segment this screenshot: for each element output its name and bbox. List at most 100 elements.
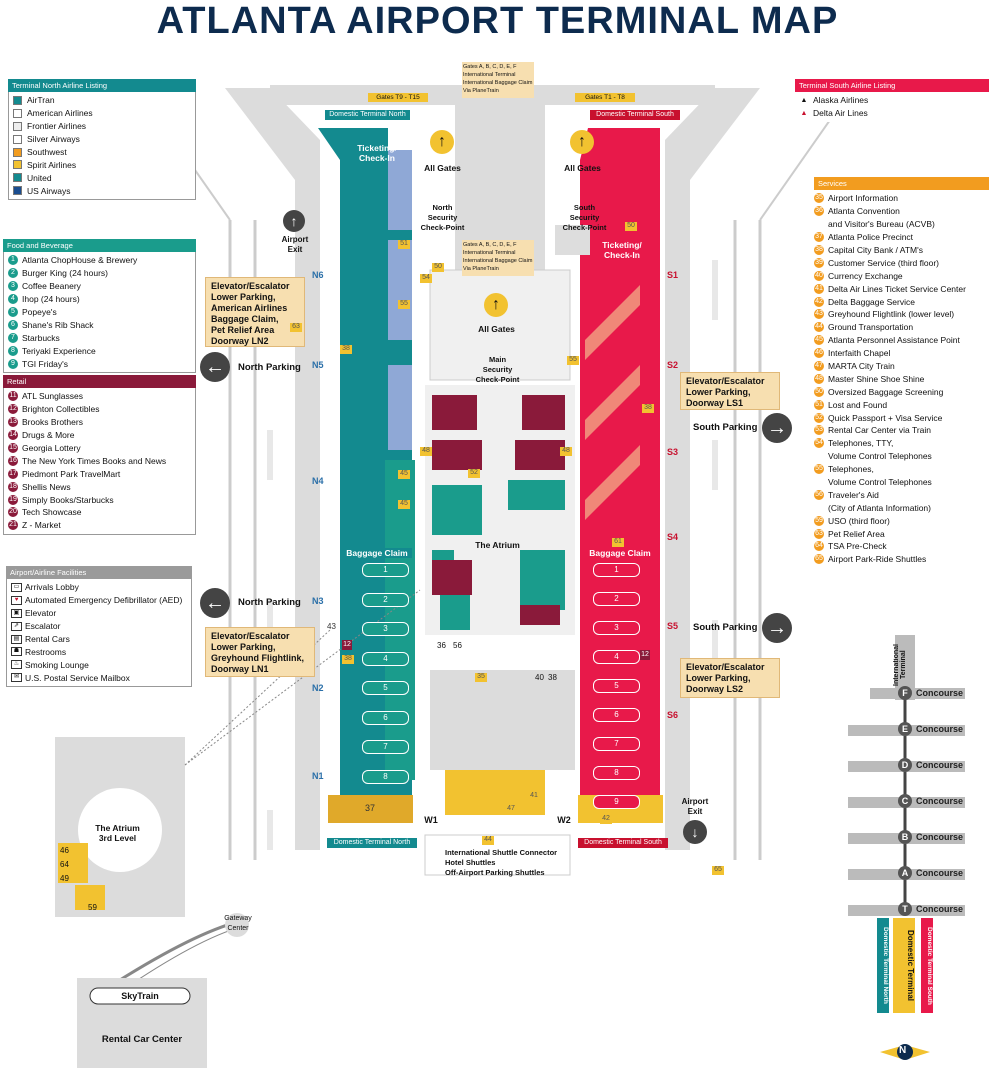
label-38d: 38	[642, 404, 654, 413]
number-badge: 37	[814, 232, 824, 243]
dom-north-vertical: Domestic Terminal North	[882, 927, 889, 1004]
list-item: American Airlines	[13, 107, 191, 120]
label-63: 63	[290, 323, 302, 332]
left-arrow-icon: ←	[200, 352, 230, 382]
all-gates-main: All Gates	[478, 324, 515, 334]
list-item-label: TGI Friday's	[22, 358, 69, 369]
number-badge: 54	[814, 438, 824, 449]
number-badge: 36	[814, 206, 824, 217]
page-title: ATLANTA AIRPORT TERMINAL MAP	[156, 0, 839, 42]
carousel-north: 1	[362, 563, 409, 577]
delta-icon: ▲	[800, 109, 808, 117]
list-item-label: Simply Books/Starbucks	[22, 494, 114, 505]
domestic-south-bottom: Domestic Terminal South	[578, 838, 668, 848]
list-item-label: The New York Times Books and News	[22, 455, 167, 466]
intl-terminal-mid: Gates A, B, C, D, E, F International Ter…	[462, 240, 534, 276]
number-badge: 16	[8, 455, 18, 466]
number-badge: 7	[8, 332, 18, 343]
concourse-label: Concourse	[916, 724, 964, 734]
label-45b: 45	[398, 500, 410, 509]
list-item-label: Lost and Found	[828, 399, 888, 410]
list-item-label: Drugs & More	[22, 430, 75, 441]
concourse-badge: T	[898, 902, 912, 916]
list-item: Southwest	[13, 146, 191, 159]
list-item-label: Traveler's Aid	[828, 489, 879, 500]
label-40: 40	[535, 673, 544, 682]
number-badge: 14	[8, 430, 18, 441]
south-checkpoint: South Security Check-Point	[562, 203, 607, 232]
number-badge: 13	[8, 417, 18, 428]
label-12b: 12	[640, 650, 650, 660]
south-parking-lower: South Parking	[693, 622, 758, 633]
list-item-label: Delta Air Lines Ticket Service Center	[828, 283, 966, 294]
main-checkpoint: Main Security Check-Point	[475, 355, 520, 384]
label-55b: 55	[567, 356, 579, 365]
concourse-label: Concourse	[916, 796, 964, 806]
number-badge: 35	[814, 193, 824, 204]
airtran-icon	[13, 95, 22, 105]
list-item-label: Shane's Rib Shack	[22, 319, 94, 330]
list-item-label: Coffee Beanery	[22, 281, 81, 292]
number-badge: 38	[814, 245, 824, 255]
list-item-label: Airport Information	[828, 193, 898, 204]
domestic-south-top: Domestic Terminal South	[590, 110, 680, 120]
us-airways-icon	[13, 186, 22, 196]
list-item: ▭Arrivals Lobby	[11, 581, 187, 594]
compass-icon: N	[899, 1045, 907, 1056]
number-badge: 8	[8, 345, 18, 356]
number-badge: 19	[8, 494, 18, 505]
north-airline-listing: Terminal North Airline Listing AirTran A…	[8, 79, 196, 201]
list-item-label: Delta Baggage Service	[828, 296, 915, 307]
retail-header: Retail	[3, 375, 196, 388]
mailbox-icon: ✉	[11, 673, 22, 683]
door-n4: N4	[312, 476, 324, 486]
ticketing-south: Ticketing/ Check-In	[602, 240, 642, 260]
aed-icon: ♥	[11, 595, 22, 605]
label-43: 43	[327, 622, 336, 631]
door-n3: N3	[312, 596, 324, 606]
smoking-icon: ♨	[11, 660, 22, 670]
list-item-label: Brooks Brothers	[22, 417, 83, 428]
south-airline-listing: Terminal South Airline Listing ▲Alaska A…	[795, 79, 989, 122]
carousel-south: 3	[593, 621, 640, 635]
carousel-south: 2	[593, 592, 640, 606]
rental-car-center: Rental Car Center	[101, 1034, 183, 1045]
number-badge: 50	[814, 386, 824, 397]
carousel-north: 6	[362, 710, 409, 725]
callout-ln2: Elevator/Escalator Lower Parking, Americ…	[205, 277, 305, 347]
label-59: 59	[88, 903, 97, 912]
label-50b: 50	[625, 222, 637, 231]
number-badge	[814, 503, 824, 513]
list-item-label: Atlanta Personnel Assistance Point	[828, 335, 960, 346]
carousel-south: 6	[593, 708, 640, 722]
label-37: 37	[365, 803, 376, 813]
atrium-3rd-level: The Atrium 3rd Level	[95, 823, 140, 843]
restroom-icon: ☗	[11, 647, 22, 657]
north-checkpoint: North Security Check-Point	[420, 203, 465, 232]
north-parking-upper: North Parking	[238, 362, 301, 373]
number-badge: 64	[814, 541, 824, 552]
door-s5: S5	[667, 621, 679, 631]
list-item-label: MARTA City Train	[828, 361, 895, 372]
list-item: AirTran	[13, 94, 191, 107]
list-item-label: Smoking Lounge	[25, 659, 89, 670]
door-w2: W2	[557, 815, 571, 825]
number-badge: 11	[8, 391, 18, 402]
dom-terminal-vertical: Domestic Terminal	[906, 930, 915, 1001]
label-12: 12	[342, 640, 352, 650]
gateway-center: Gateway Center	[224, 915, 252, 932]
united-icon	[13, 173, 22, 183]
label-64: 64	[60, 860, 69, 869]
